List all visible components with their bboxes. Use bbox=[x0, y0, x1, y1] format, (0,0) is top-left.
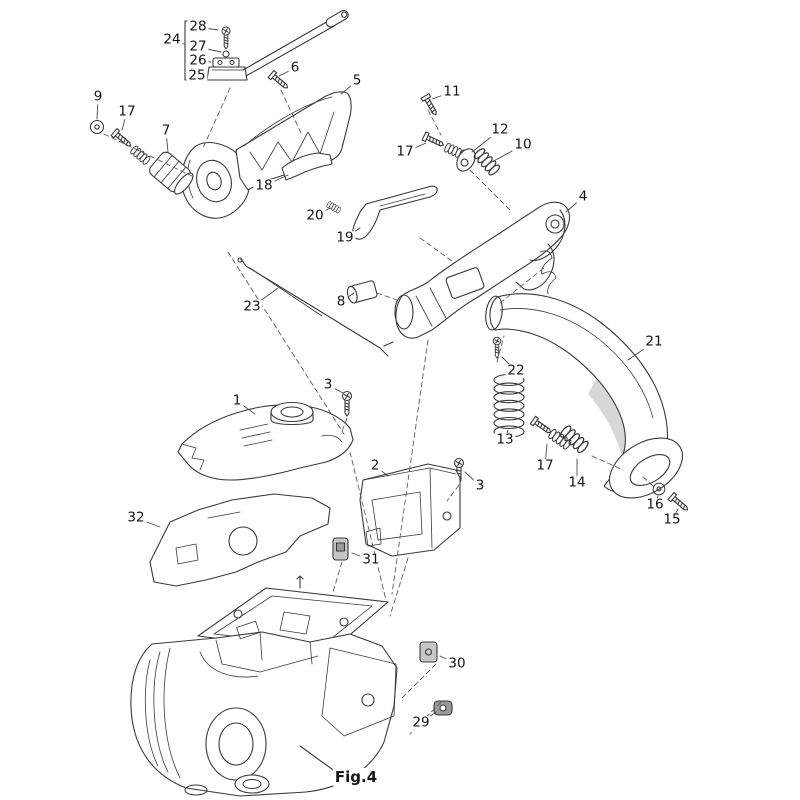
rear-handle-grip-21 bbox=[485, 293, 683, 499]
crankcase-housing bbox=[130, 575, 398, 797]
bushing-8 bbox=[346, 280, 378, 304]
part-label-17: 17 bbox=[116, 103, 138, 120]
part-label-25: 25 bbox=[186, 67, 208, 84]
part-label-17: 17 bbox=[394, 143, 416, 160]
part-label-5: 5 bbox=[350, 72, 364, 89]
part-label-13: 13 bbox=[494, 431, 516, 448]
part-label-29: 29 bbox=[410, 714, 432, 731]
part-label-24: 24 bbox=[161, 31, 183, 48]
grommet-29 bbox=[433, 700, 453, 716]
part-label-20: 20 bbox=[304, 207, 326, 224]
part-label-12: 12 bbox=[489, 121, 511, 138]
part-label-14: 14 bbox=[566, 474, 588, 491]
part-label-28: 28 bbox=[187, 18, 209, 35]
throttle-trigger-19 bbox=[352, 185, 438, 240]
part-label-22: 22 bbox=[505, 362, 527, 379]
part-label-3: 3 bbox=[321, 376, 335, 393]
damper-31 bbox=[332, 537, 349, 561]
part-label-16: 16 bbox=[644, 496, 666, 513]
screw-6 bbox=[267, 70, 291, 92]
part-label-21: 21 bbox=[643, 333, 665, 350]
part-label-23: 23 bbox=[241, 298, 263, 315]
part-label-15: 15 bbox=[661, 511, 683, 528]
filter-cover-2 bbox=[359, 463, 461, 557]
throttle-rod-23 bbox=[237, 257, 394, 357]
washer-12 bbox=[456, 148, 476, 172]
figure-caption: Fig.4 bbox=[332, 768, 380, 786]
front-handle bbox=[181, 91, 352, 219]
label-leader-lines bbox=[96, 26, 679, 724]
part-label-8: 8 bbox=[334, 293, 348, 310]
part-label-19: 19 bbox=[334, 229, 356, 246]
spring-13 bbox=[493, 373, 525, 438]
part-label-9: 9 bbox=[91, 88, 105, 105]
part-label-3: 3 bbox=[473, 477, 487, 494]
buffer-7 bbox=[149, 151, 194, 195]
gasket-32 bbox=[149, 493, 331, 587]
bracket-assembly bbox=[184, 9, 349, 81]
part-label-31: 31 bbox=[360, 551, 382, 568]
fig4-leader bbox=[299, 745, 337, 773]
part-label-26: 26 bbox=[187, 52, 209, 69]
rear-handle-bracket-4 bbox=[394, 201, 571, 339]
spring-14 bbox=[558, 423, 591, 455]
screw-spring-17-bottom bbox=[529, 415, 573, 451]
screw-3a bbox=[341, 390, 353, 417]
part-label-7: 7 bbox=[159, 122, 173, 139]
spring-20 bbox=[325, 200, 342, 214]
part-label-2: 2 bbox=[368, 457, 382, 474]
washer-9 bbox=[89, 119, 105, 135]
screw-15 bbox=[667, 492, 691, 514]
part-label-27: 27 bbox=[187, 38, 209, 55]
screw-22 bbox=[492, 336, 502, 359]
part-label-17: 17 bbox=[534, 457, 556, 474]
top-cover-1 bbox=[177, 401, 354, 481]
part-label-1: 1 bbox=[230, 392, 244, 409]
mount-30 bbox=[419, 641, 438, 663]
part-label-32: 32 bbox=[125, 509, 147, 526]
part-label-11: 11 bbox=[441, 83, 463, 100]
part-label-18: 18 bbox=[253, 177, 275, 194]
part-label-10: 10 bbox=[512, 136, 534, 153]
part-label-6: 6 bbox=[288, 59, 302, 76]
spring-10 bbox=[472, 146, 502, 178]
part-label-4: 4 bbox=[576, 188, 590, 205]
part-label-30: 30 bbox=[446, 655, 468, 672]
